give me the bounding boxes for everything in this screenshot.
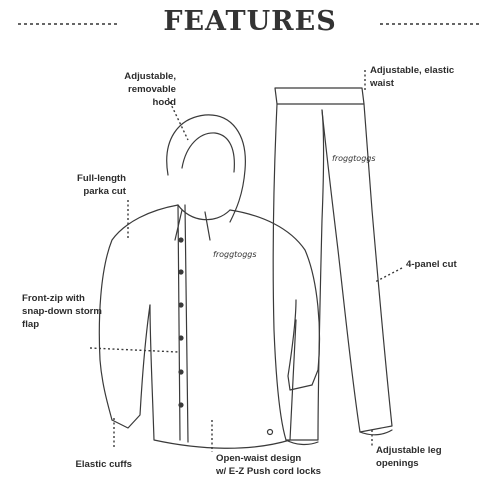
callout-4-panel: 4-panel cut [406,259,457,270]
snap [178,335,184,341]
front-zip-leader [89,347,179,353]
snap [178,369,184,375]
pants-outline [272,87,393,446]
right-drawcord [204,211,211,241]
snap [178,269,184,275]
right-sleeve-outer [229,209,321,386]
callout-parka-cut: Full-length parka cut [76,173,126,197]
left-hem [285,439,319,446]
left-sleeve-outer [98,204,179,421]
waistband [274,87,365,105]
features-banner: FEATURES [0,4,500,40]
cord-lock [266,428,274,436]
hood-leader [167,97,189,141]
jacket-body [149,304,297,449]
callout-front-zip: Front-zip with snap-down storm flap [22,293,102,330]
collar [177,204,231,221]
callout-elastic-waist: Adjustable, elastic waist [370,65,455,89]
right-hem [359,429,393,436]
callout-open-waist: Open-waist design w/ E-Z Push cord locks [216,453,322,477]
page-title: FEATURES [163,6,337,37]
hood-shape [166,114,246,223]
right-cuff [287,299,313,391]
left-leg [272,103,325,441]
panel-leader [374,267,403,283]
callout-leg-openings: Adjustable leg openings [376,445,442,469]
left-drawcord [174,209,183,241]
snap [178,402,184,408]
jacket-outline [98,114,321,449]
snap [178,302,184,308]
banner-rules [18,23,482,25]
jacket-logo: froggtoggs [213,250,257,259]
snap [178,237,184,243]
left-cuff [111,304,151,429]
zip-line [177,204,181,441]
callout-hood: Adjustable, removable hood [124,71,176,108]
storm-flap [184,204,189,443]
hood-opening [181,132,235,173]
callout-elastic-cuffs: Elastic cuffs [75,459,132,470]
right-leg [321,103,393,433]
pants-logo: froggtoggs [332,154,376,163]
